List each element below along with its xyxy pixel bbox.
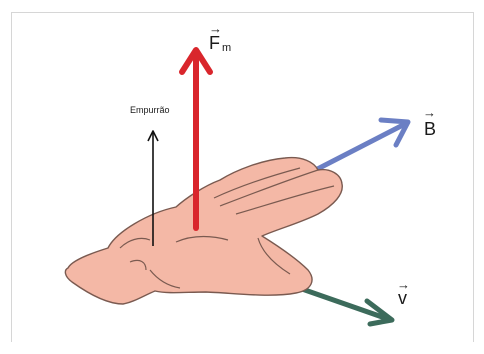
force-vector-subscript: m (222, 43, 231, 54)
field-vector-label: B (424, 120, 436, 138)
push-label: Empurrão (130, 106, 170, 115)
hand-illustration (65, 158, 342, 304)
field-vector-symbol-arrow: → (423, 106, 436, 119)
velocity-vector-label: v (398, 289, 407, 307)
force-vector-label: F (209, 34, 220, 52)
